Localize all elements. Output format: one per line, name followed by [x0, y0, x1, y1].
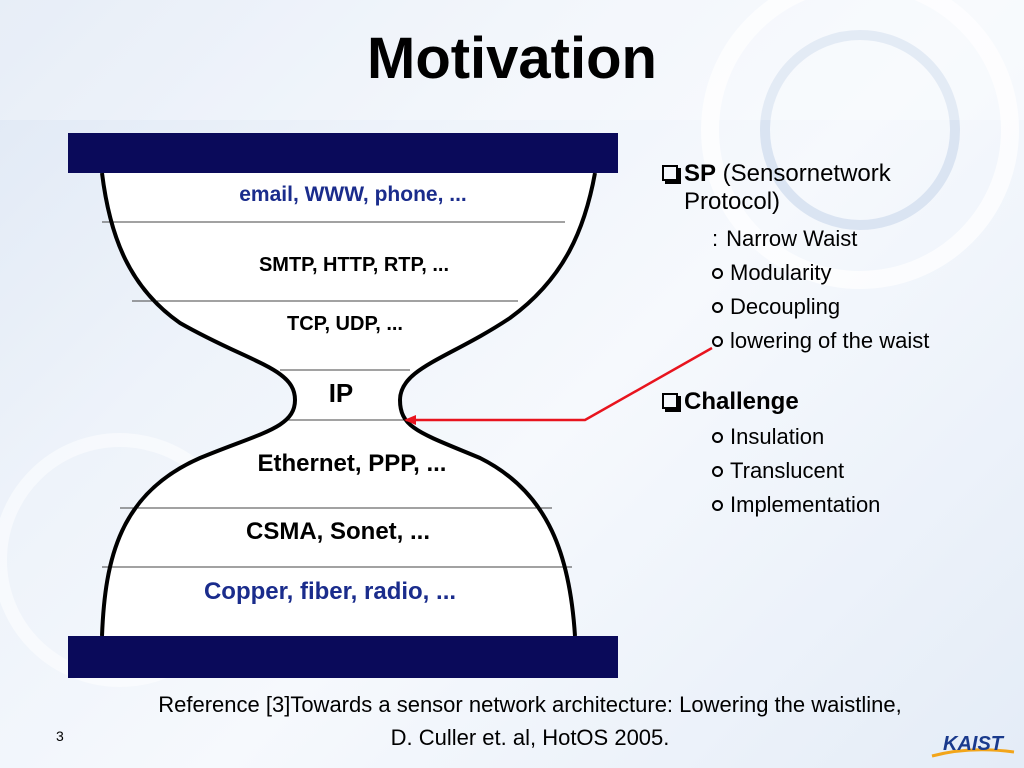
circle-bullet-icon	[712, 335, 723, 347]
circle-bullet-icon	[712, 499, 723, 511]
challenge-item-label: Implementation	[730, 492, 881, 517]
hourglass-diagram: email, WWW, phone, ... SMTP, HTTP, RTP, …	[60, 128, 630, 683]
hourglass-left-outline	[100, 172, 298, 637]
bullet-sp: SP (Sensornetwork Protocol)	[660, 160, 1010, 216]
layer-app-protocols: SMTP, HTTP, RTP, ...	[258, 254, 450, 276]
svg-text:KAIST: KAIST	[943, 733, 1005, 755]
challenge-item: Translucent	[712, 454, 1010, 488]
challenge-item-label: Translucent	[730, 458, 845, 483]
layer-transport: TCP, UDP, ...	[287, 313, 403, 335]
top-bar	[68, 133, 618, 173]
bullet-challenge: Challenge	[660, 388, 1010, 416]
layer-network-ip: IP	[328, 378, 354, 408]
sp-item: lowering of the waist	[712, 324, 1010, 358]
sp-rest-line1: (Sensornetwork	[716, 160, 891, 187]
sp-item: Modularity	[712, 256, 1010, 290]
circle-bullet-icon	[712, 267, 723, 279]
layer-mac: CSMA, Sonet, ...	[245, 518, 431, 545]
sp-item-label: Narrow Waist	[726, 226, 858, 251]
sp-bold: SP	[684, 160, 717, 187]
hourglass-fill	[102, 173, 595, 636]
colon-bullet-icon: :	[712, 226, 719, 251]
slide-number: 3	[56, 728, 64, 744]
layer-physical: Copper, fiber, radio, ...	[203, 578, 457, 605]
sp-item: Decoupling	[712, 290, 1010, 324]
circle-bullet-icon	[712, 431, 723, 443]
challenge-item: Implementation	[712, 488, 1010, 522]
hourglass-right-outline	[397, 172, 597, 637]
challenge-item: Insulation	[712, 420, 1010, 454]
hourglass-shape	[68, 133, 618, 678]
bullet-panel: SP (Sensornetwork Protocol) : Narrow Wais…	[660, 160, 1010, 522]
sp-item: : Narrow Waist	[712, 222, 1010, 256]
sp-rest-line2: Protocol)	[684, 188, 781, 215]
challenge-item-label: Insulation	[730, 424, 825, 449]
circle-bullet-icon	[712, 465, 723, 477]
sp-text: SP (Sensornetwork Protocol)	[684, 160, 891, 216]
kaist-logo: KAIST	[931, 733, 1015, 758]
challenge-bold: Challenge	[684, 388, 799, 415]
square-bullet-icon	[662, 165, 678, 181]
layer-link: Ethernet, PPP, ...	[257, 450, 447, 477]
slide-title: Motivation	[367, 26, 657, 91]
sp-item-label: Decoupling	[730, 294, 841, 319]
bottom-bar	[68, 636, 618, 678]
layer-application: email, WWW, phone, ...	[239, 183, 467, 206]
square-bullet-icon	[662, 393, 678, 409]
reference-citation: Reference [3]Towards a sensor network ar…	[60, 688, 1000, 754]
sp-item-label: lowering of the waist	[730, 328, 930, 353]
reference-line-1: Reference [3]Towards a sensor network ar…	[158, 692, 902, 717]
circle-bullet-icon	[712, 301, 723, 313]
reference-line-2: D. Culler et. al, HotOS 2005.	[390, 725, 670, 750]
sp-item-label: Modularity	[730, 260, 832, 285]
